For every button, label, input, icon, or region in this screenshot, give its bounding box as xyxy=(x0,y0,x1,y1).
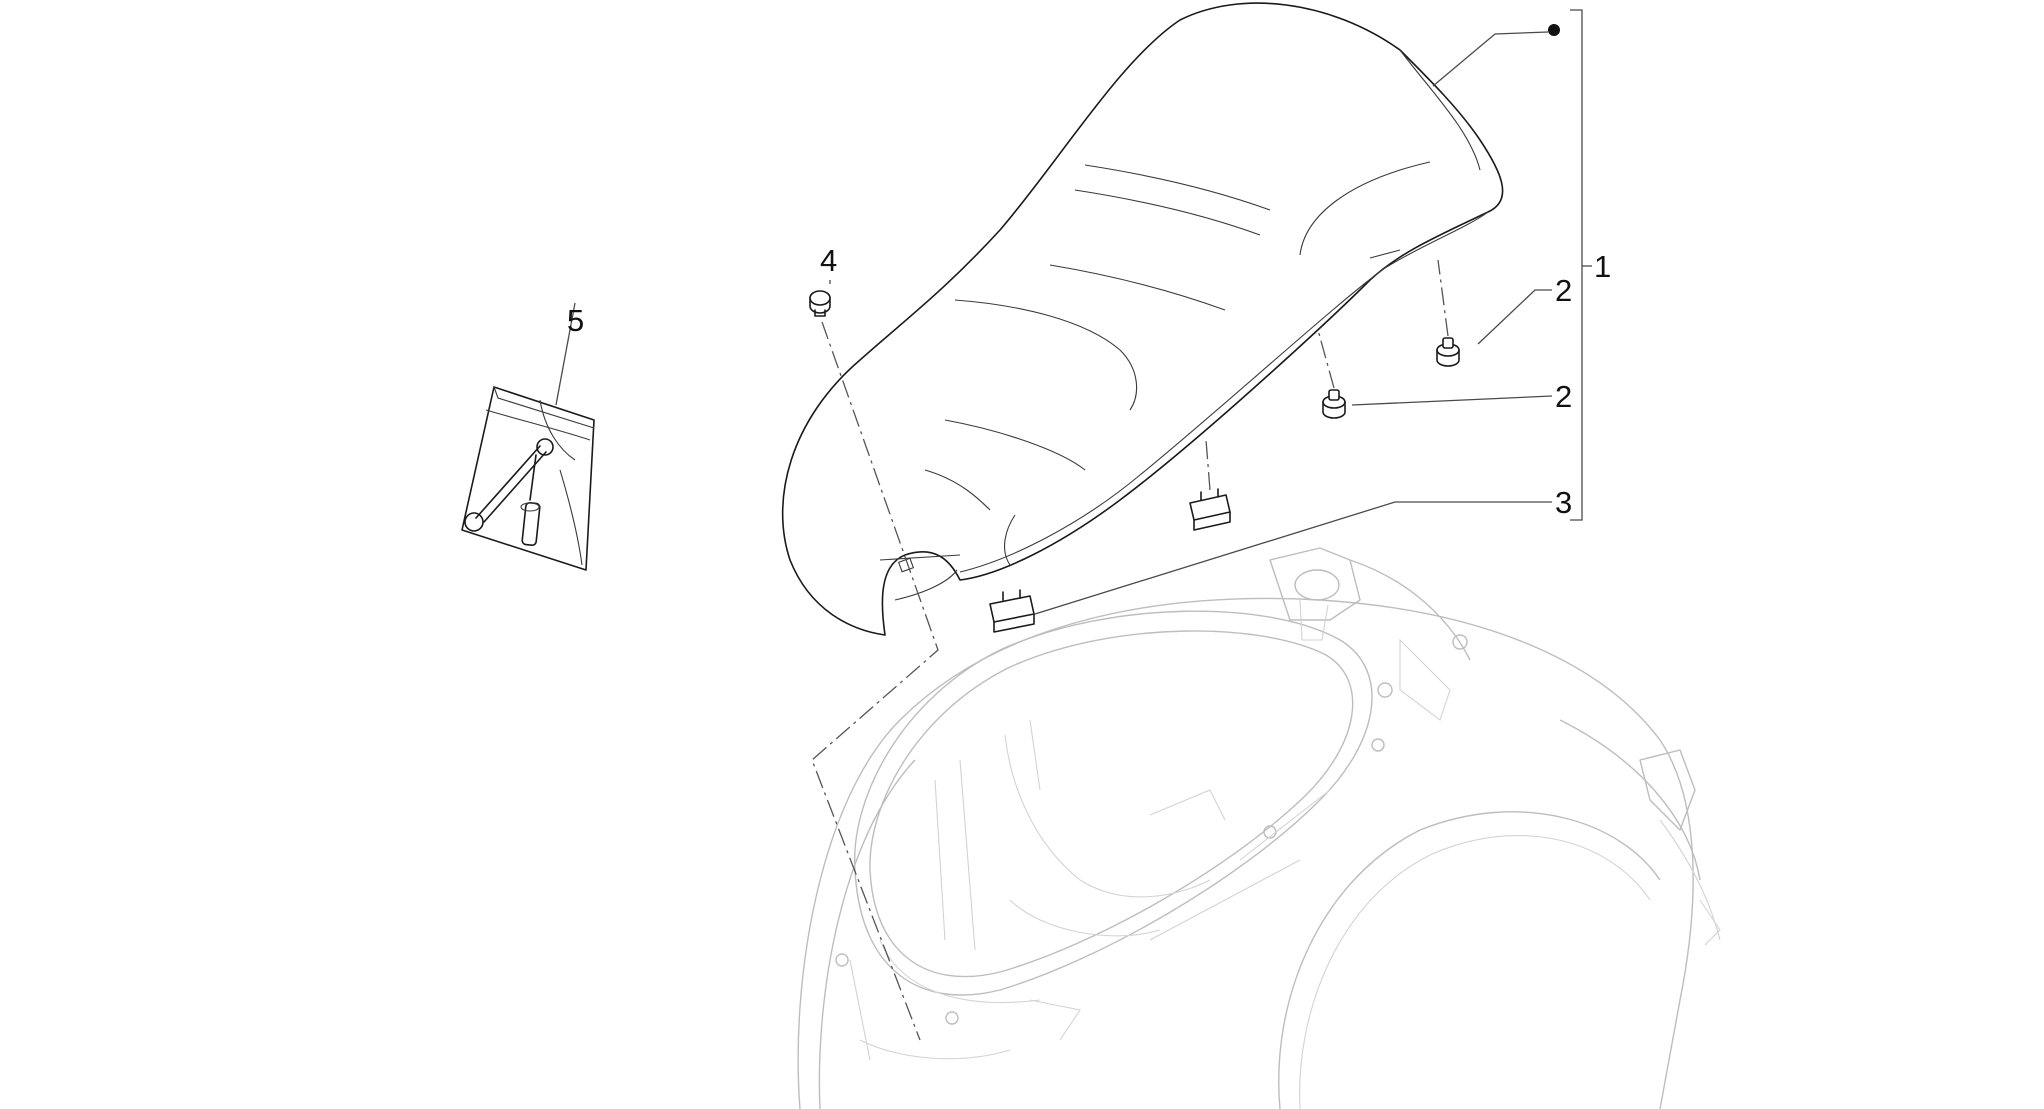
assembly-lines xyxy=(811,259,1449,1041)
callout-2b: 2 xyxy=(1555,379,1572,414)
saddle-part-1 xyxy=(781,2,1504,636)
callouts: 1 2 2 3 4 5 xyxy=(567,243,1611,520)
leader-lines xyxy=(555,9,1592,615)
callout-3: 3 xyxy=(1555,485,1572,520)
bracket-part-3b xyxy=(989,589,1035,633)
bracket-part-3a xyxy=(1189,488,1231,531)
reference-dot xyxy=(1548,24,1560,36)
callout-2a: 2 xyxy=(1555,273,1572,308)
rubber-buffer-part-2a xyxy=(1436,337,1460,367)
scooter-body-ghost xyxy=(797,547,1721,1109)
rubber-buffer-part-2b xyxy=(1322,389,1346,419)
tool-kit-part-5 xyxy=(461,386,595,571)
nut-part-4 xyxy=(809,290,831,317)
callout-1: 1 xyxy=(1594,249,1611,284)
callout-5: 5 xyxy=(567,303,584,338)
callout-4: 4 xyxy=(820,243,837,278)
